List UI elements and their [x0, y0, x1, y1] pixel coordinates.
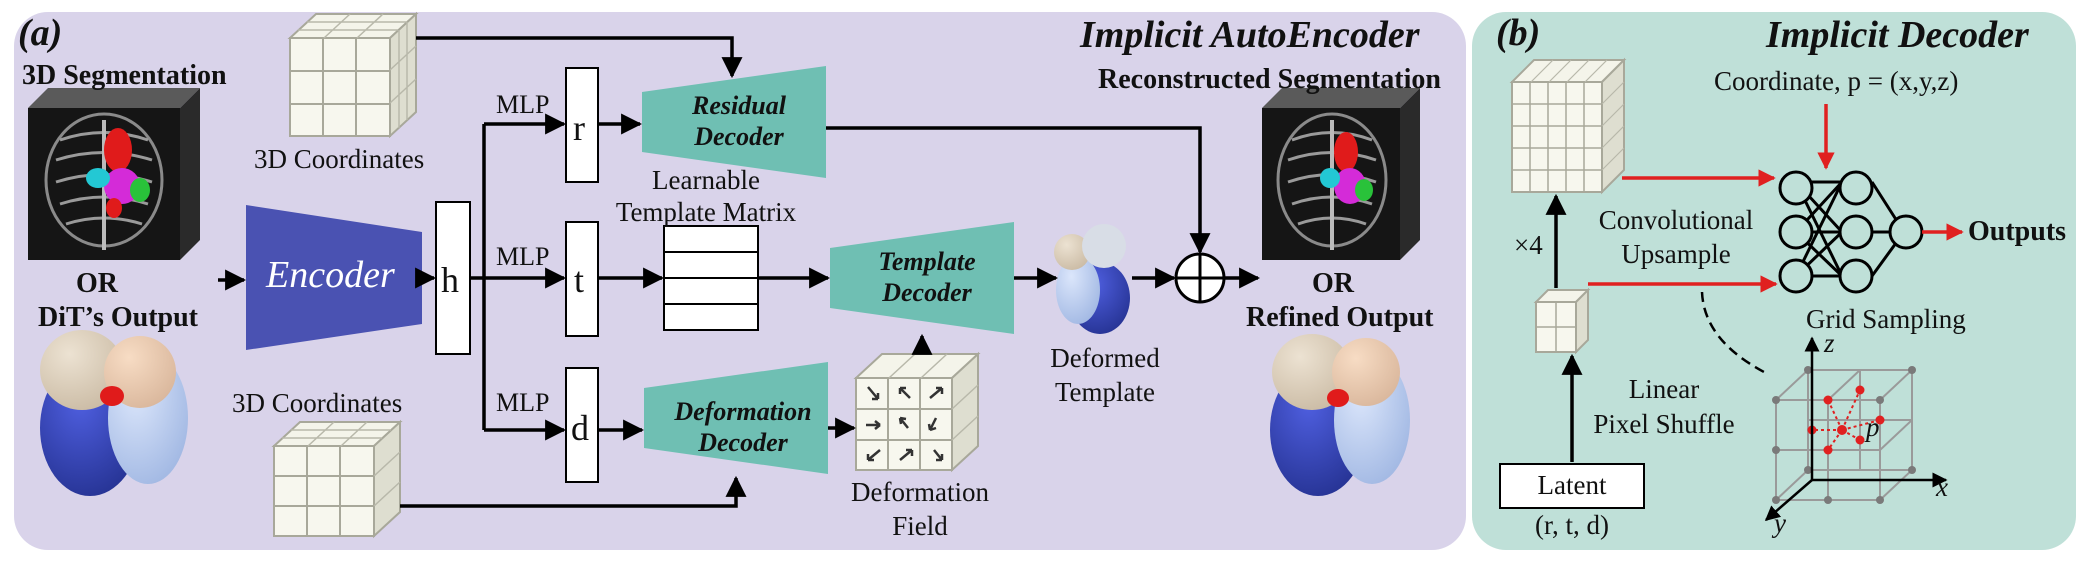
axis-x-label: x — [1936, 472, 1948, 502]
learnable-template-matrix — [663, 225, 759, 331]
template-decoder-label: Template Decoder — [852, 246, 1002, 308]
coords-top-label: 3D Coordinates — [254, 144, 425, 174]
input-label-top: 3D Segmentation — [22, 60, 227, 91]
input-heart-mesh — [40, 330, 188, 496]
residual-decoder-line1: Residual — [692, 91, 786, 120]
linear-pixel-shuffle-label: Linear Pixel Shuffle — [1574, 372, 1754, 442]
latent-r-label: r — [573, 108, 585, 148]
conv-upsample-line2: Upsample — [1621, 238, 1731, 269]
panel-a-tag: (a) — [18, 12, 63, 54]
deformation-decoder-label: Deformation Decoder — [658, 396, 828, 458]
deformation-decoder-line1: Deformation — [674, 397, 812, 426]
deformation-field-line1: Deformation — [851, 477, 989, 507]
panel-b-arrows — [1545, 104, 1964, 462]
latent-d-box — [565, 367, 599, 483]
deformation-field-label: Deformation Field — [830, 476, 1010, 544]
residual-add-operator — [1174, 252, 1226, 304]
grid-sampling-illustration — [1764, 336, 1948, 521]
template-decoder-block — [830, 222, 1014, 334]
mlp-t-label: MLP — [496, 242, 550, 271]
output-heart-mesh — [1270, 334, 1410, 496]
output-label-bottom: Refined Output — [1246, 302, 1434, 333]
grid-sampling-label: Grid Sampling — [1806, 304, 1966, 334]
low-res-feature-grid — [1533, 287, 1591, 355]
axis-z-label: z — [1824, 328, 1835, 358]
latent-d-label: d — [571, 408, 589, 448]
panel-b-tag: (b) — [1496, 12, 1541, 54]
output-ct-volume — [1262, 88, 1420, 260]
coordinate-label: Coordinate, p = (x,y,z) — [1714, 66, 1959, 96]
outputs-label: Outputs — [1968, 216, 2067, 247]
conv-upsample-label: Convolutional Upsample — [1576, 204, 1776, 272]
upsampled-feature-grid — [1509, 57, 1627, 195]
deformed-template-line2: Template — [1054, 376, 1156, 407]
deformation-field-cube — [853, 351, 981, 473]
template-decoder-line2: Decoder — [882, 278, 972, 308]
mlp-d-label: MLP — [496, 388, 550, 417]
times4-label: ×4 — [1514, 230, 1543, 260]
deformation-decoder-line2: Decoder — [698, 428, 788, 458]
latent-t-box — [565, 221, 599, 337]
deformed-template-label: Deformed Template — [1030, 342, 1180, 410]
encoder-block — [246, 205, 422, 350]
input-ct-volume — [28, 88, 200, 260]
deformation-decoder-block — [644, 362, 828, 474]
latent-box — [1499, 463, 1645, 509]
output-or-label: OR — [1312, 268, 1354, 299]
latent-h-box — [435, 201, 471, 355]
input-or-label: OR — [76, 268, 118, 299]
latent-t-label: t — [574, 260, 585, 300]
point-p-label: p — [1866, 412, 1880, 442]
deformation-field-line2: Field — [892, 510, 948, 541]
coords-bottom-label: 3D Coordinates — [232, 388, 403, 418]
latent-r-box — [565, 67, 599, 183]
latent-h-label: h — [441, 260, 459, 300]
learnable-template-line1: Learnable — [652, 165, 760, 195]
template-decoder-line1: Template — [878, 247, 976, 276]
encoder-label: Encoder — [266, 254, 395, 296]
learnable-template-line2: Template Matrix — [615, 197, 797, 228]
output-label-top: Reconstructed Segmentation — [1098, 64, 1441, 95]
panel-a-arrows — [218, 36, 1261, 508]
panel-b-title: Implicit Decoder — [1766, 14, 2029, 56]
axis-y-label: y — [1774, 508, 1786, 538]
input-label-bottom: DiT’s Output — [38, 302, 199, 333]
residual-decoder-block — [642, 66, 826, 178]
latent-label: Latent — [1537, 470, 1607, 500]
deformed-template-line1: Deformed — [1050, 343, 1160, 373]
residual-decoder-label: Residual Decoder — [664, 90, 814, 152]
panel-a-title: Implicit AutoEncoder — [1080, 14, 1420, 56]
linear-pixel-shuffle-line2: Pixel Shuffle — [1593, 409, 1735, 440]
residual-decoder-line2: Decoder — [694, 122, 784, 152]
latent-vars-label: (r, t, d) — [1535, 510, 1609, 540]
linear-pixel-shuffle-line1: Linear — [1628, 374, 1700, 404]
mlp-r-label: MLP — [496, 90, 550, 119]
coords-cube-bottom — [271, 419, 403, 539]
conv-upsample-line1: Convolutional — [1598, 205, 1754, 235]
mlp-network — [1778, 170, 1924, 294]
coords-cube-top — [287, 11, 419, 139]
deformed-template-mesh — [1054, 224, 1130, 334]
learnable-template-label: Learnable Template Matrix — [596, 164, 816, 229]
